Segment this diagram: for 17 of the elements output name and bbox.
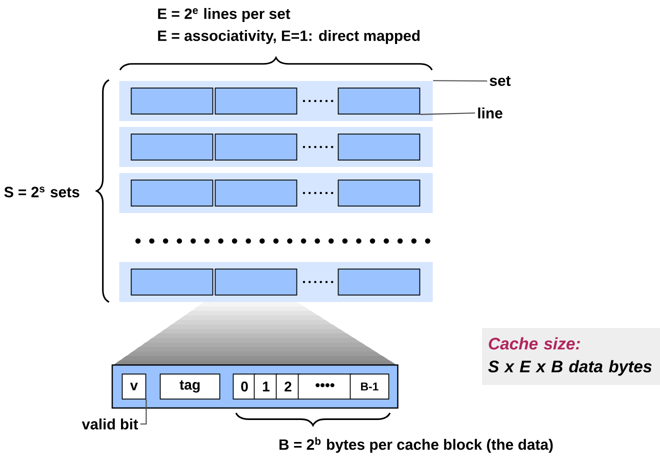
annotation-text: E = 2$^{e}$ lines per set — [158, 8, 290, 22]
annotation-text: B = 2$^{b}$ bytes per cache block (the data) — [280, 437, 553, 453]
field-cell: 2 — [276, 374, 300, 400]
annotation-text: E = associativity, E=1: direct mapped — [158, 30, 420, 44]
leader-line — [420, 112, 476, 115]
field-cell: 1 — [254, 374, 278, 400]
callout-label: line — [478, 108, 502, 118]
leader-line — [140, 399, 147, 425]
field-cell: v — [122, 374, 146, 400]
leader-line — [433, 80, 488, 82]
field-cell: B-1 — [350, 374, 390, 400]
field-cell: 0 — [232, 374, 256, 400]
callout-label: set — [490, 76, 511, 86]
field-cell: tag — [160, 374, 220, 400]
callout-label: valid bit — [82, 418, 138, 430]
note-box: Cache size: S x E x B data bytes — [482, 328, 660, 385]
annotation-text: S = 2$^{s}$ sets — [4, 186, 80, 198]
